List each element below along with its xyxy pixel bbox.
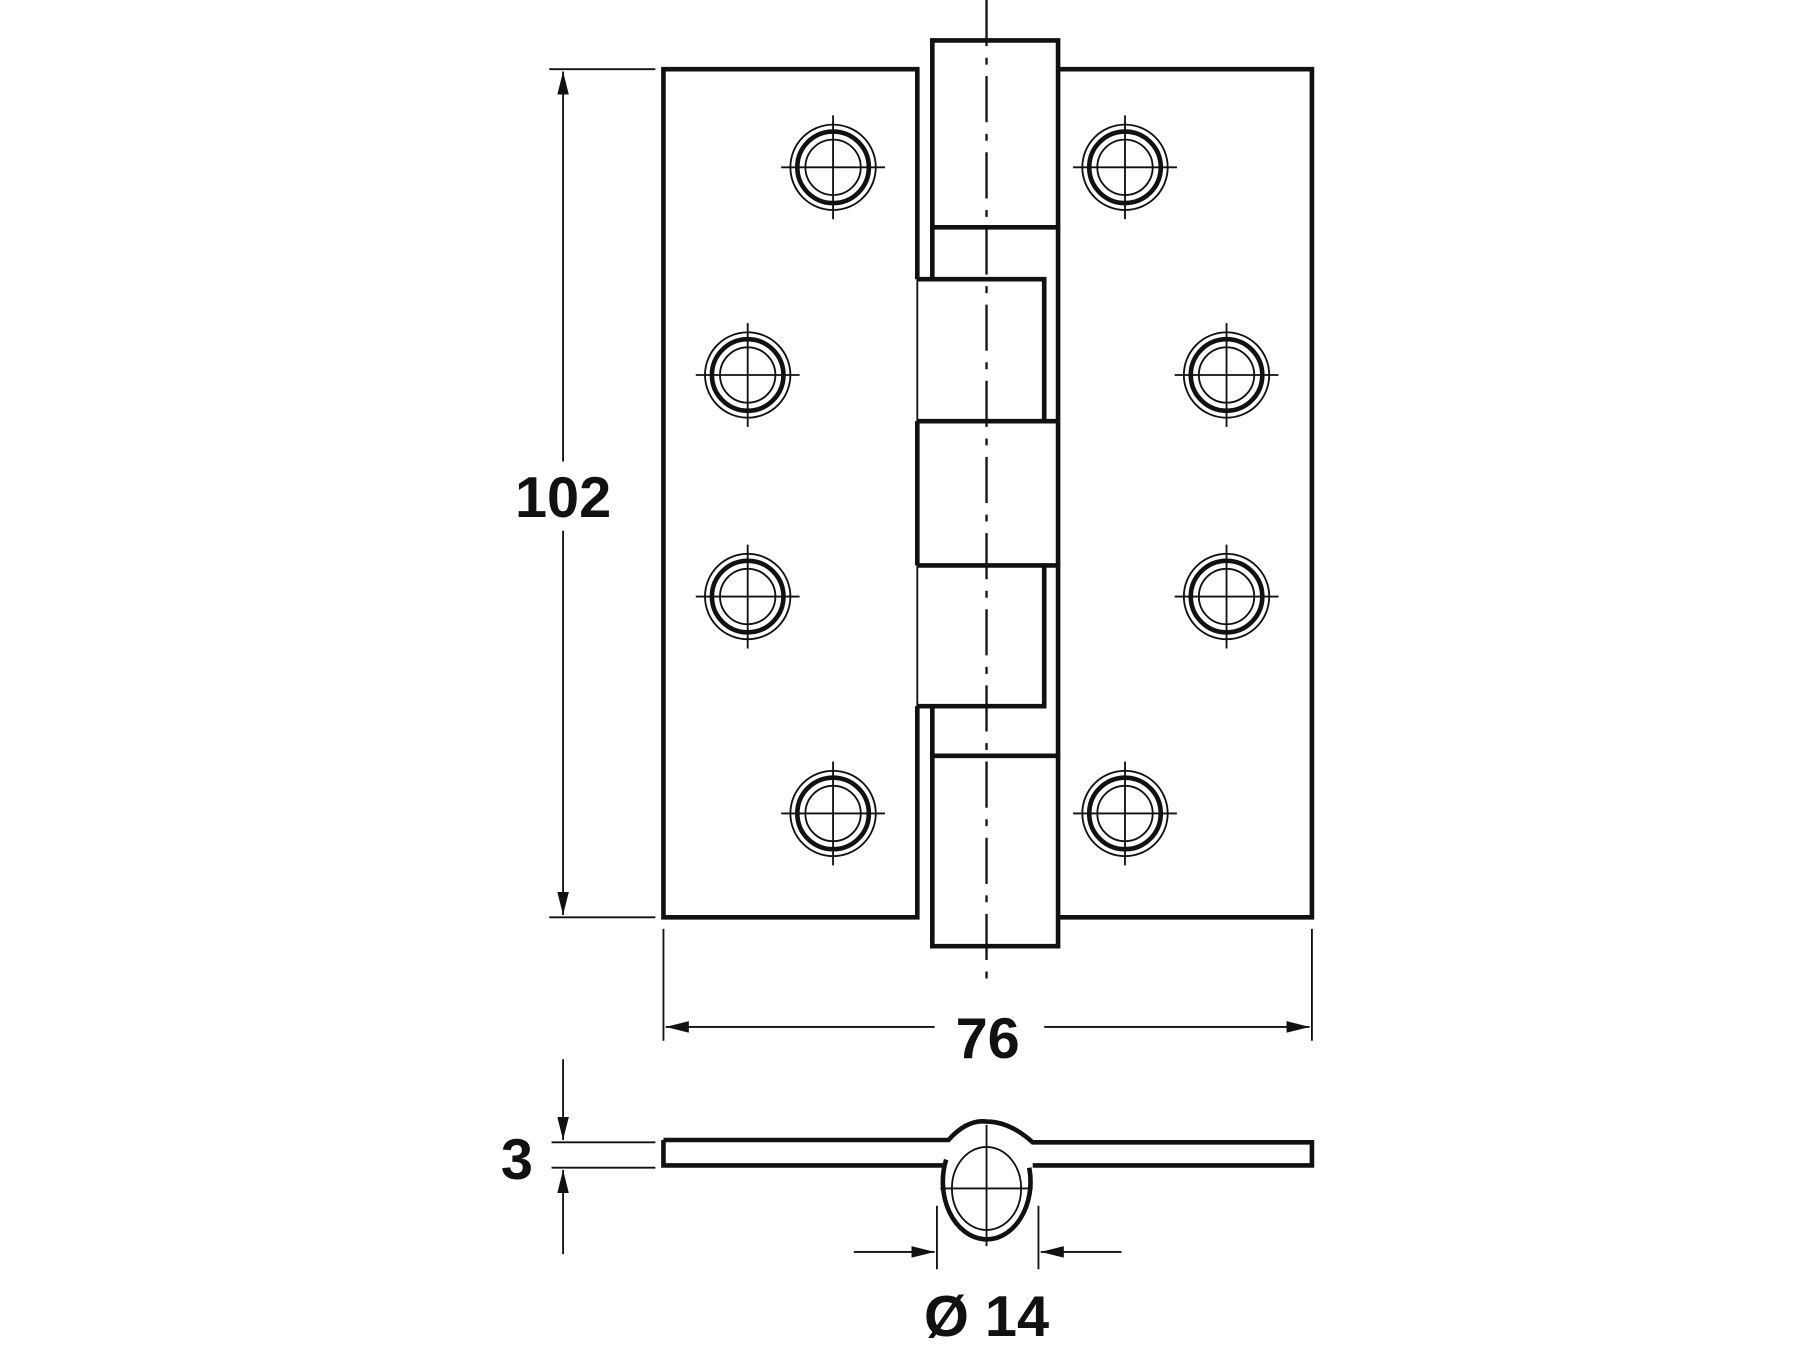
left-leaf <box>661 66 920 920</box>
diameter-label: Ø 14 <box>924 1285 1049 1349</box>
screw-hole <box>1073 115 1177 220</box>
thickness-dimension: 3 <box>501 1059 656 1255</box>
width-dimension: 76 <box>662 928 1313 1071</box>
diameter-dimension: Ø 14 <box>853 1205 1122 1349</box>
screw-hole <box>695 323 800 427</box>
right-leaf <box>1058 66 1315 920</box>
screw-hole <box>1073 761 1177 866</box>
screw-hole <box>1174 323 1279 427</box>
screw-holes <box>695 115 1279 866</box>
screw-hole <box>781 761 885 866</box>
screw-hole <box>1174 544 1279 649</box>
thickness-label: 3 <box>501 1128 533 1192</box>
screw-hole <box>695 544 800 649</box>
screw-hole <box>781 115 885 220</box>
knuckles <box>914 38 1061 949</box>
hinge-end-view <box>661 1119 1315 1247</box>
height-dimension: 102 <box>515 68 656 919</box>
width-label: 76 <box>956 1007 1020 1071</box>
height-label: 102 <box>515 466 611 530</box>
